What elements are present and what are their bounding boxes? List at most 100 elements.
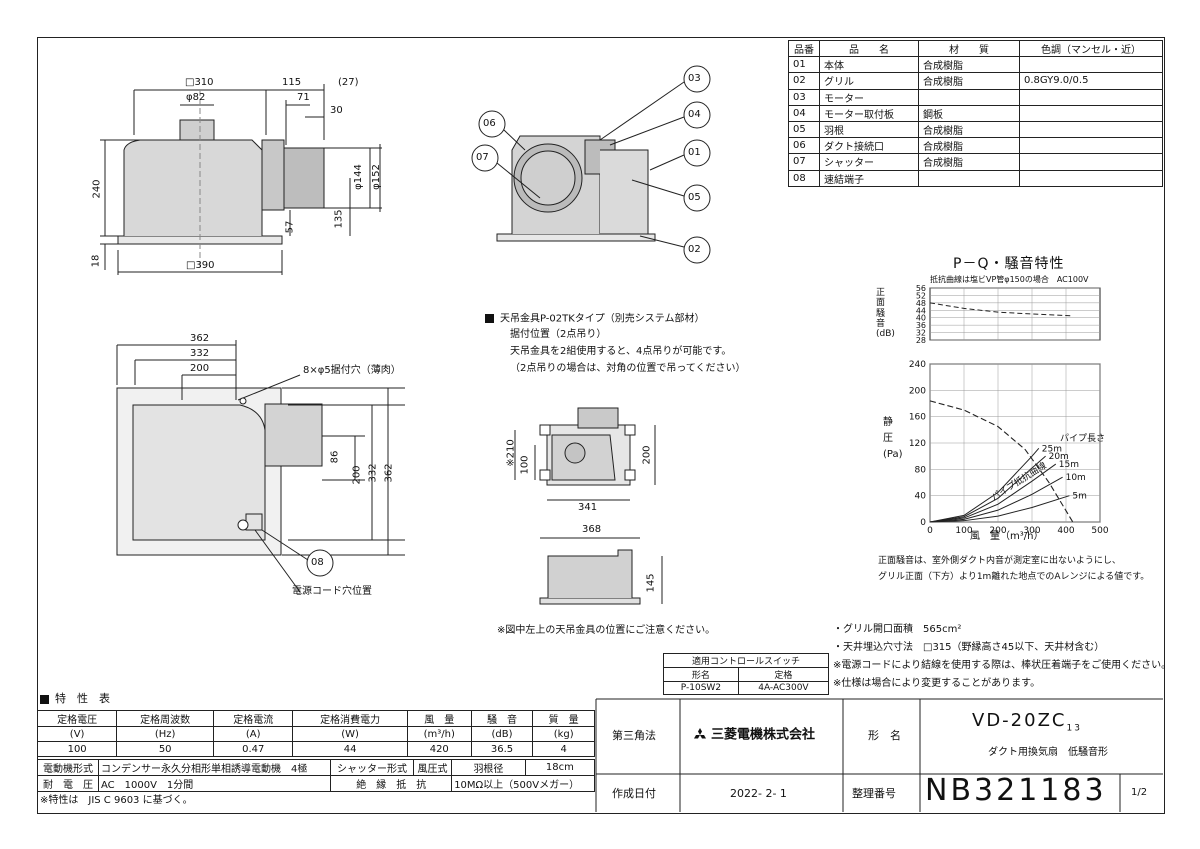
resistance-curve-line (929, 495, 1070, 523)
spec-header: 質 量 (532, 710, 595, 727)
spec-title: 特 性 表 (40, 693, 110, 704)
chart-subtitle: 抵抗曲線は塩ビVP管φ150の場合 AC100V (930, 275, 1089, 284)
date-label: 作成日付 (612, 787, 656, 800)
pressure-x-tick: 400 (1057, 526, 1074, 536)
spec-header: 定格電流 (213, 710, 294, 727)
company-name: 三菱電機株式会社 (692, 728, 815, 742)
pressure-y-tick: 40 (915, 492, 927, 502)
spec-unit: (m³/h) (406, 726, 472, 742)
pipe-length-tick: 5m (1072, 492, 1087, 502)
pressure-y-tick: 80 (915, 465, 927, 475)
spec-unit: (A) (213, 726, 294, 742)
withstand-label: 耐 電 圧 (37, 775, 99, 792)
dim-27: (27) (338, 77, 359, 88)
chart-note: 正面騒音は、室外側ダクト内音が測定室に出ないようにし、 (878, 556, 1121, 566)
mount-note-line: 天吊金具を2組使用すると、4点吊りが可能です。 (510, 346, 732, 357)
model-description: ダクト用換気扇 低騒音形 (988, 747, 1108, 758)
spec-header: 定格消費電力 (292, 710, 408, 727)
dim-71: 71 (297, 92, 310, 103)
pressure-x-tick: 200 (989, 526, 1006, 536)
spec-header: 定格周波数 (116, 710, 215, 727)
spec-footnote: ※特性は JIS C 9603 に基づく。 (40, 795, 193, 806)
spec-value: 100 (36, 741, 118, 757)
number-label: 整理番号 (852, 787, 896, 800)
mount-note-title: 天吊金具P-02TKタイプ（別売システム部材） (485, 314, 705, 325)
resistance-curve-line (929, 447, 1040, 523)
parts-cell (1019, 169, 1163, 187)
spec-value: 36.5 (470, 741, 534, 757)
mount-drawings (514, 407, 663, 605)
drawing-number: NB321183 (925, 773, 1107, 808)
control-cell: P-10SW2 (663, 681, 739, 695)
plan-dim-362: 362 (190, 333, 210, 344)
noise-series-line (929, 302, 1073, 317)
control-header: 定格 (737, 667, 830, 682)
spec-unit: (kg) (532, 726, 595, 742)
insulation-value: 10MΩ以上（500Vメガー） (451, 775, 595, 792)
spec-value: 420 (406, 741, 472, 757)
callout-05: 05 (688, 192, 701, 203)
withstand-value: AC 1000V 1分間 (97, 775, 332, 792)
mount-note-line: （2点吊りの場合は、対角の位置で吊ってください） (510, 363, 746, 374)
noise-ylabel: 正面騒音 (dB) (876, 288, 895, 340)
pressure-y-tick: 200 (909, 386, 926, 396)
model-label: 形 名 (868, 729, 901, 742)
pipe-length-tick: 25m (1042, 444, 1062, 454)
noise-y-tick: 32 (916, 329, 926, 338)
bullet-cord: ※電源コードにより結線を使用する際は、棒状圧着端子をご使用ください。 (833, 660, 1172, 671)
chart-note: グリル正面（下方）より1m離れた地点でのAレンジによる値です。 (878, 572, 1150, 582)
flow-xlabel: 風 量（m³/h） (970, 531, 1044, 542)
spec-unit: (V) (36, 726, 118, 742)
control-title: 適用コントロールスイッチ (663, 653, 829, 668)
callout-06: 06 (483, 118, 496, 129)
mount-dim-341: 341 (578, 502, 598, 513)
noise-y-tick: 56 (916, 284, 926, 293)
spec-header: 定格電圧 (36, 710, 118, 727)
drawing-frame (37, 37, 1165, 814)
bullet-spec-change: ※仕様は場合により変更することがあります。 (833, 678, 1041, 689)
spec-header: 騒 音 (470, 710, 534, 727)
spec-value: 4 (532, 741, 595, 757)
model-suffix: 13 (1066, 723, 1082, 734)
spec-header: 風 量 (406, 710, 472, 727)
shutter-value: 風圧式 (412, 759, 453, 776)
callout-01: 01 (688, 147, 701, 158)
resistance-curve-line (929, 476, 1063, 523)
pressure-y-tick: 0 (920, 518, 926, 528)
projection-label: 第三角法 (612, 729, 656, 742)
bullet-ceiling: ・天井埋込穴寸法 □315（野縁高さ45以下、天井材含む） (833, 642, 1105, 653)
noise-y-tick: 48 (916, 299, 926, 308)
dim-30: 30 (330, 105, 343, 116)
pressure-x-tick: 300 (1023, 526, 1040, 536)
noise-y-tick: 44 (916, 306, 926, 315)
pressure-y-tick: 120 (909, 439, 926, 449)
insulation-label: 絶 縁 抵 抗 (330, 775, 453, 792)
mount-footnote: ※図中左上の天吊金具の位置にご注意ください。 (497, 625, 716, 636)
noise-y-tick: 28 (916, 336, 926, 345)
side-view-drawing (471, 65, 711, 264)
pressure-y-tick: 240 (909, 360, 926, 370)
pressure-x-tick: 100 (955, 526, 972, 536)
plan-view-drawing (116, 340, 405, 593)
spec-value: 44 (292, 741, 408, 757)
spec-table-extra: 電動機形式 コンデンサー永久分相形単相誘導電動機 4極 シャッター形式 風圧式 … (37, 759, 596, 792)
noise-y-tick: 36 (916, 321, 926, 330)
resistance-curve-line (929, 463, 1057, 523)
cord-hole-label: 電源コード穴位置 (292, 586, 372, 597)
spec-table: 定格電圧 定格周波数 定格電流 定格消費電力 風 量 騒 音 質 量 (V) (… (36, 710, 595, 757)
pressure-ylabel: 静圧 (Pa) (883, 417, 903, 460)
pressure-x-tick: 500 (1091, 526, 1108, 536)
dim-310: □310 (185, 77, 214, 88)
pipe-length-label: パイプ長さ (1060, 434, 1106, 444)
plan-dim-200: 200 (190, 363, 210, 374)
noise-plot-area (929, 287, 1101, 341)
shutter-label: シャッター形式 (330, 759, 414, 776)
control-header: 形名 (663, 667, 739, 682)
dim-115: 115 (282, 77, 302, 88)
spec-unit: (dB) (470, 726, 534, 742)
spec-unit: (Hz) (116, 726, 215, 742)
